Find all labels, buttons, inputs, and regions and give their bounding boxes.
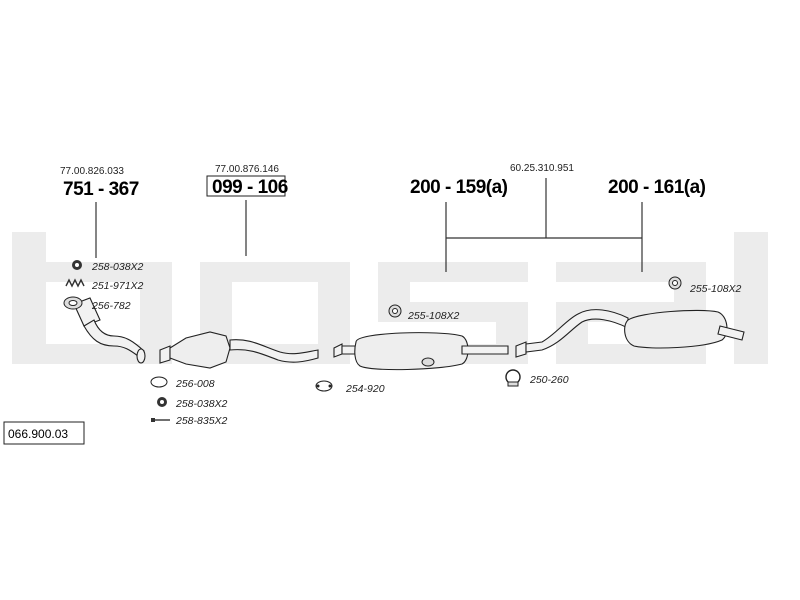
part-number-middle-silencer: 200 - 159(a): [410, 177, 508, 198]
oem-number-catalyst: 77.00.876.146: [215, 164, 279, 175]
accessory-label: 258-038X2: [91, 261, 144, 273]
accessory-label: 250-260: [529, 374, 569, 386]
catalyst-inlet-flange: [159, 345, 171, 364]
catalog-number: 066.900.03: [8, 427, 68, 441]
part-number-catalyst: 099 - 106: [212, 177, 288, 198]
accessory-label: 256-008: [175, 378, 215, 390]
part-number-front-pipe: 751 - 367: [63, 179, 139, 200]
accessory-label: 251-971X2: [91, 280, 144, 292]
gasket-icon: [150, 376, 168, 388]
rear-pipe-inlet: [515, 341, 527, 358]
silencer-hanger: [421, 357, 435, 367]
part-number-rear-silencer: 200 - 161(a): [608, 177, 706, 198]
accessory-label: 255-108X2: [407, 310, 460, 322]
rubber-mount-icon: [388, 304, 402, 318]
catalog-number-box: 066.900.03: [3, 421, 85, 445]
rear-silencer: [624, 309, 728, 349]
nut-icon: [157, 397, 167, 407]
spring-icon: [65, 278, 85, 288]
accessory-label: 254-920: [345, 383, 385, 395]
silencer-group: 60.25.310.951 200 - 159(a) 200 - 161(a): [333, 163, 745, 371]
front-pipe-end: [136, 348, 146, 364]
bolt-icon: [151, 418, 170, 422]
accessory-label: 258-038X2: [175, 398, 228, 410]
flange-gasket-icon: [315, 380, 333, 392]
catalytic-converter: [169, 331, 231, 369]
gasket-icon: [63, 296, 83, 310]
middle-pipe: [341, 345, 357, 355]
accessory-label: 255-108X2: [689, 283, 742, 295]
middle-silencer: [354, 332, 469, 371]
rubber-mount-icon: [668, 276, 682, 290]
oem-number-front-pipe: 77.00.826.033: [60, 166, 124, 177]
silencer-accessories: 255-108X2 254-920 250-260 255-108X2: [315, 276, 742, 395]
tail-pipe: [717, 325, 745, 341]
catalyst-accessories: 256-008 258-038X2 258-835X2: [150, 376, 228, 427]
catalyst-outlet-pipe: [229, 339, 319, 363]
clamp-icon: [505, 369, 521, 387]
accessory-label: 256-782: [91, 300, 131, 312]
front-accessories: 258-038X2 251-971X2 256-782: [63, 260, 144, 312]
accessory-label: 258-835X2: [175, 415, 228, 427]
middle-outlet-pipe: [461, 345, 509, 355]
catalytic-converter-group: 77.00.876.146 099 - 106: [159, 164, 319, 369]
front-pipe-group: 77.00.826.033 751 - 367: [60, 166, 146, 364]
part-number-box: [206, 175, 286, 197]
oem-number-silencer: 60.25.310.951: [510, 163, 574, 174]
nut-icon: [72, 260, 82, 270]
